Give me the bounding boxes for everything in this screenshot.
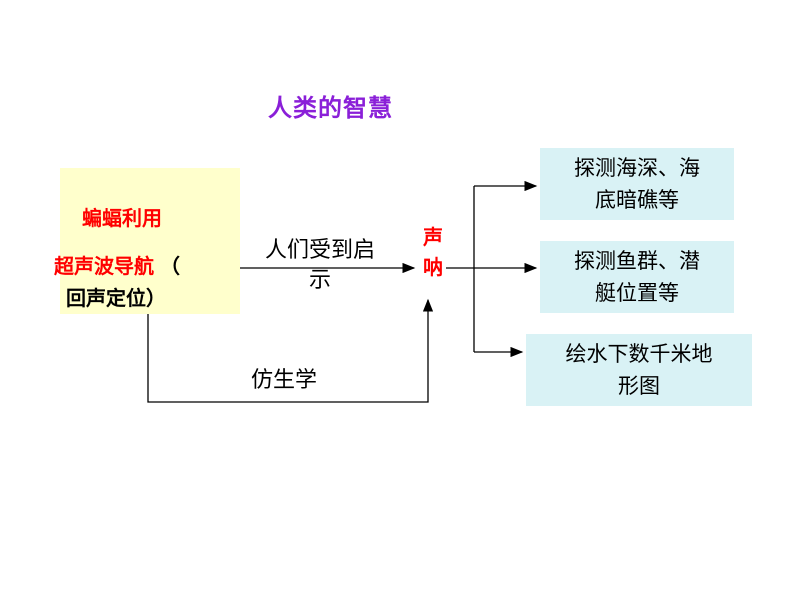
application-1-line-1: 探测海深、海 [574,156,700,180]
diagram-title: 人类的智慧 [268,94,393,122]
source-line-2-text: 超声波导航 [54,254,154,278]
application-node-3: 绘水下数千米地 形图 [526,334,752,406]
target-node: 声 呐 [420,222,446,282]
source-node: 蝙蝠利用 超声波导航（ 回声定位） [54,168,240,314]
application-1-line-2: 底暗礁等 [595,188,679,212]
source-line-3: 回声定位） [66,286,166,310]
inspiration-label-line-1: 人们受到启 [264,238,375,263]
source-line-2-paren: （ [160,254,180,278]
application-node-2: 探测鱼群、潜 艇位置等 [540,241,734,313]
application-node-1: 探测海深、海 底暗礁等 [540,148,734,220]
source-line-2: 超声波导航（ [54,250,180,279]
target-line-2: 呐 [423,255,443,279]
inspiration-label: 人们受到启 示 [250,236,390,296]
target-line-1: 声 [423,225,443,249]
application-3-line-1: 绘水下数千米地 [565,342,713,366]
source-line-1: 蝙蝠利用 [82,206,162,230]
application-2-line-2: 艇位置等 [595,281,679,305]
application-3-line-2: 形图 [618,374,660,398]
bionics-arrow [147,298,434,403]
application-2-line-1: 探测鱼群、潜 [574,249,700,273]
inspiration-label-line-2: 示 [308,268,331,293]
bionics-label: 仿生学 [250,368,317,393]
